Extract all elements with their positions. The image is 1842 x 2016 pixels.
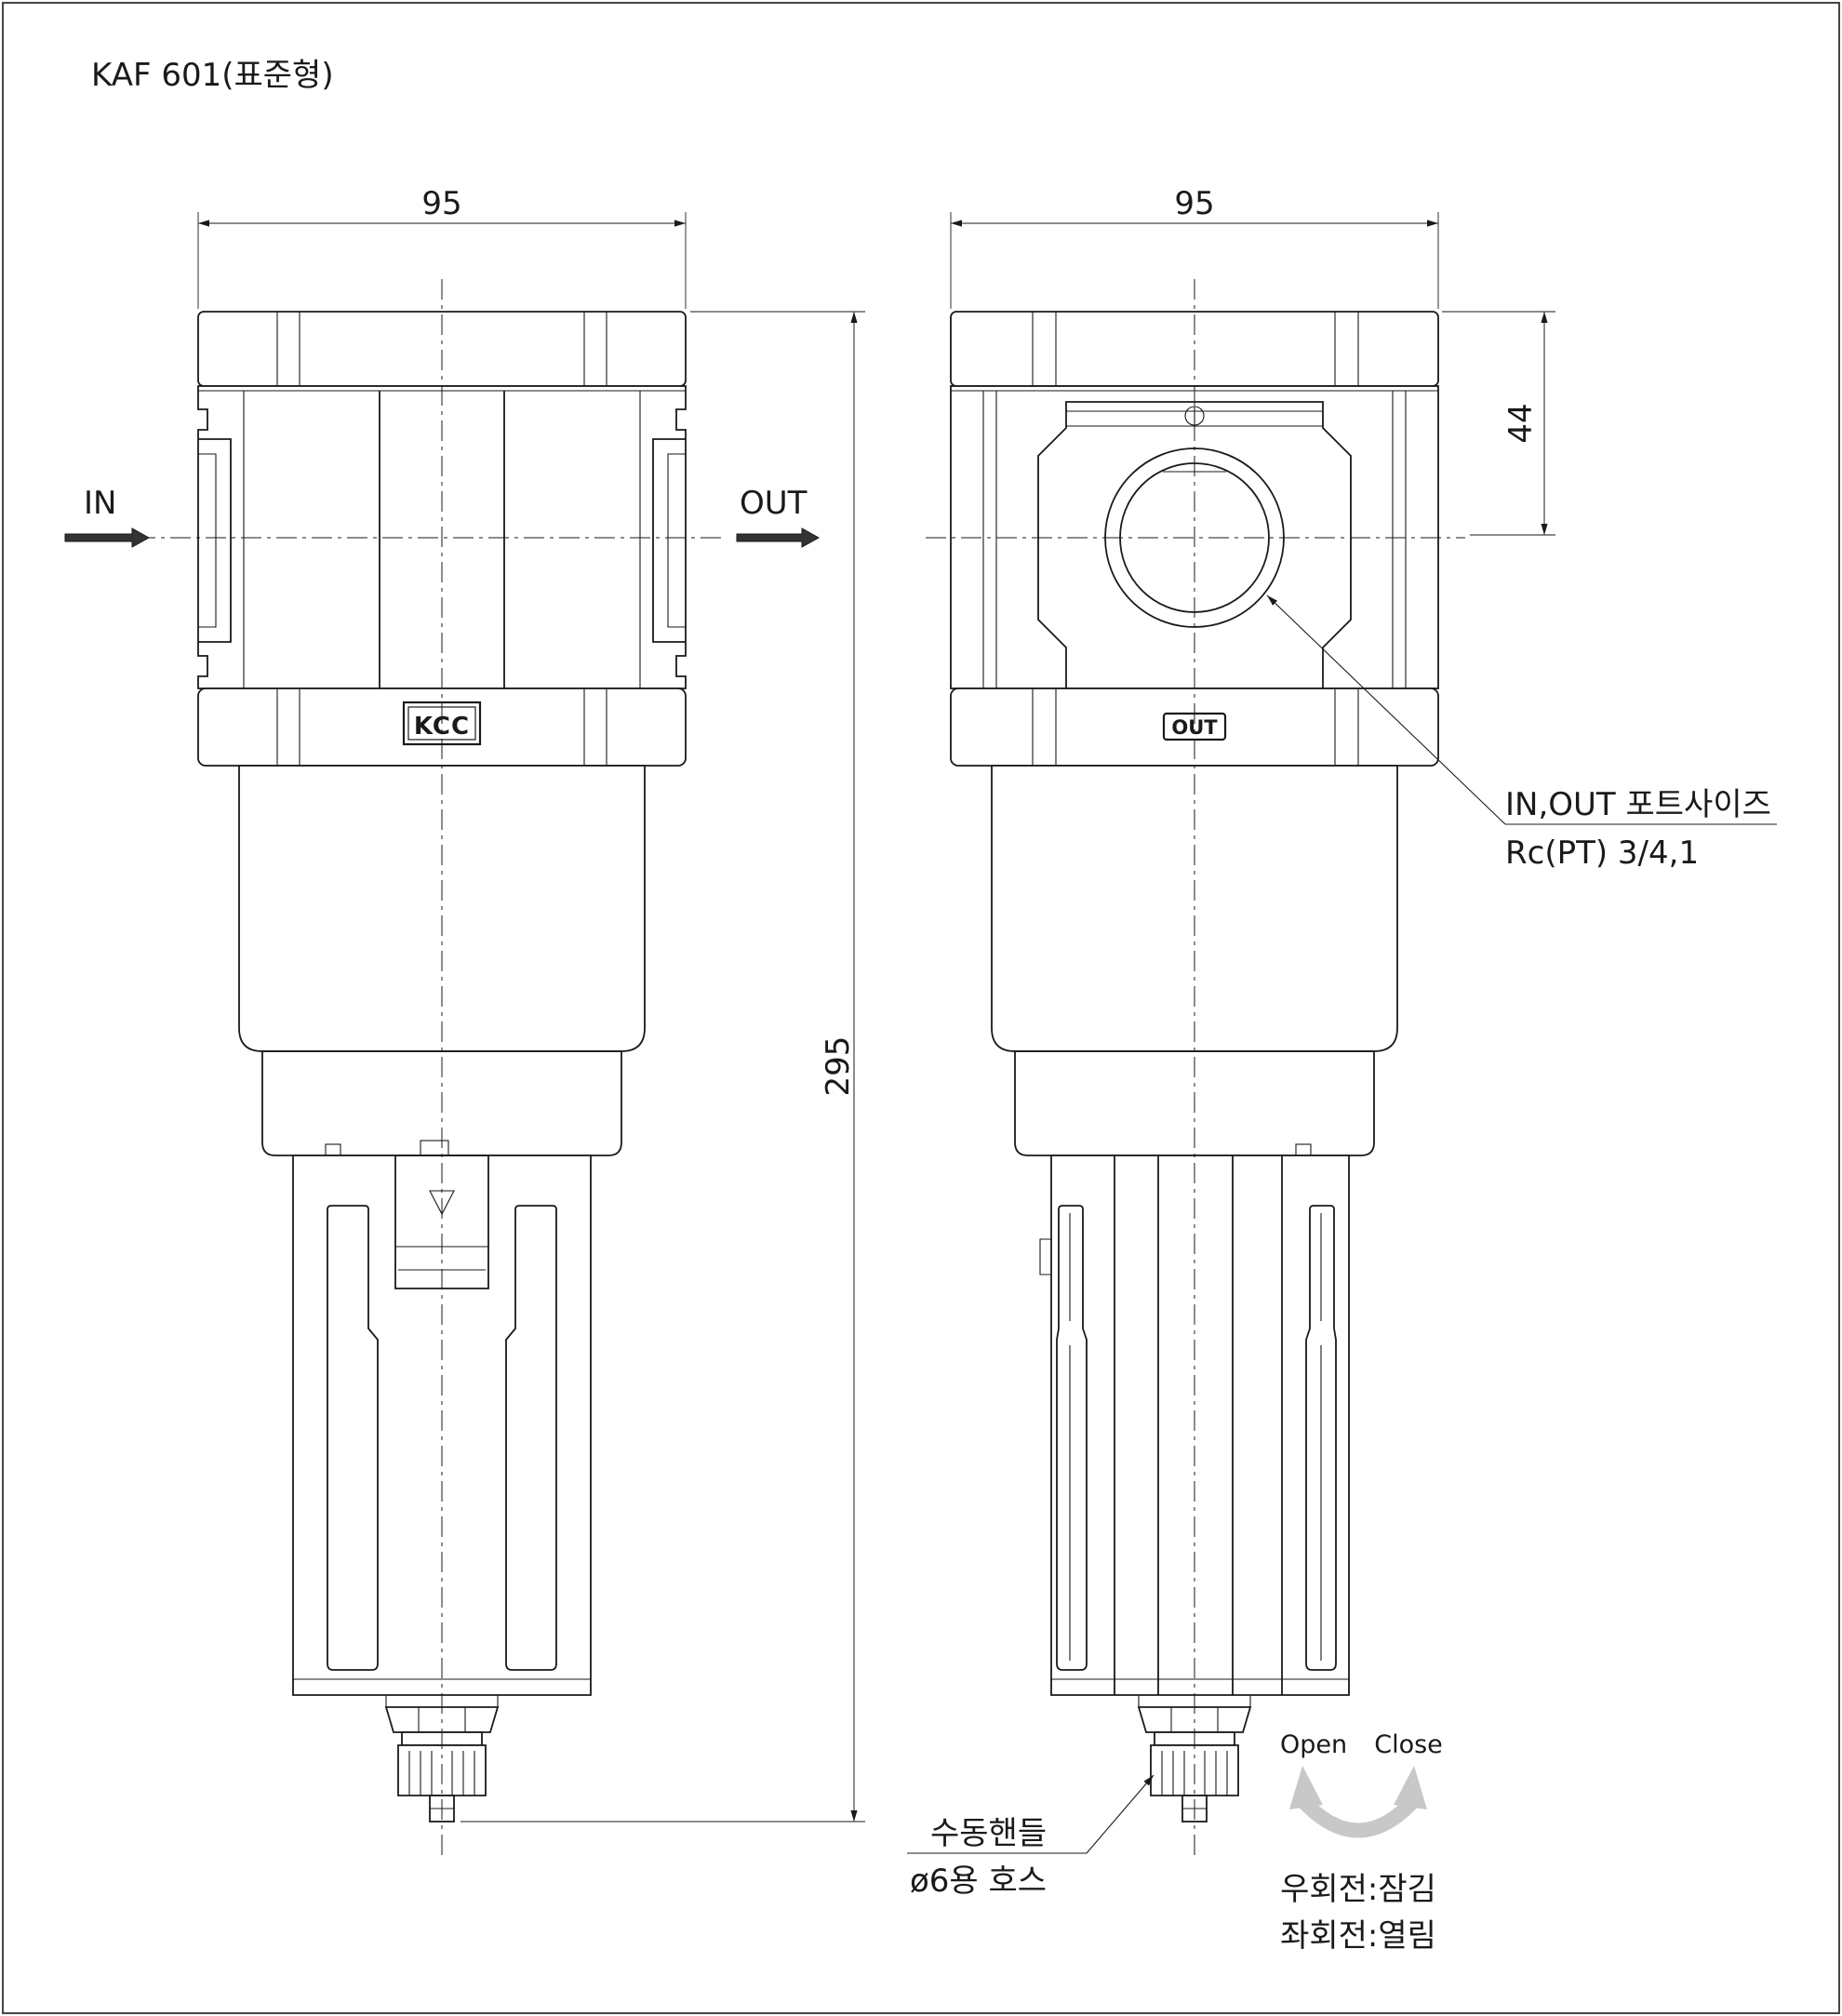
front-width-dimension bbox=[197, 212, 687, 309]
drain-hose-label: ø6용 호스 bbox=[910, 1862, 1047, 1900]
side-bowl-guard bbox=[1050, 1155, 1350, 1696]
rotation-close-label: Close bbox=[1374, 1730, 1443, 1759]
height-dimension bbox=[460, 311, 865, 1822]
rotation-arrow-icon bbox=[1289, 1766, 1427, 1838]
front-drain-latch bbox=[394, 1155, 489, 1289]
inlet-arrow bbox=[64, 527, 151, 548]
outlet-label: OUT bbox=[740, 485, 808, 522]
inlet-label: IN bbox=[84, 485, 116, 522]
port-size-leader bbox=[1266, 594, 1777, 825]
port-size-label: IN,OUT 포트사이즈 bbox=[1505, 786, 1771, 823]
drain-handle-label: 수동핸들 bbox=[930, 1815, 1047, 1852]
side-width-value: 95 bbox=[1174, 185, 1214, 222]
height-value: 295 bbox=[820, 1036, 857, 1097]
port-height-dimension bbox=[1442, 311, 1555, 536]
outlet-arrow bbox=[736, 527, 821, 548]
drain-leader bbox=[907, 1774, 1155, 1854]
front-left-port bbox=[198, 438, 232, 643]
rotation-clockwise-note: 우회전:잠김 bbox=[1280, 1871, 1436, 1908]
front-right-port bbox=[652, 438, 686, 643]
rotation-counterclockwise-note: 좌회전:열림 bbox=[1280, 1917, 1436, 1955]
port-height-value: 44 bbox=[1502, 403, 1540, 443]
front-width-value: 95 bbox=[421, 185, 461, 222]
drawing-title: KAF 601(표준형) bbox=[91, 57, 334, 94]
port-size-value: Rc(PT) 3/4,1 bbox=[1505, 834, 1699, 872]
side-width-dimension bbox=[950, 212, 1439, 309]
rotation-open-label: Open bbox=[1280, 1730, 1347, 1759]
